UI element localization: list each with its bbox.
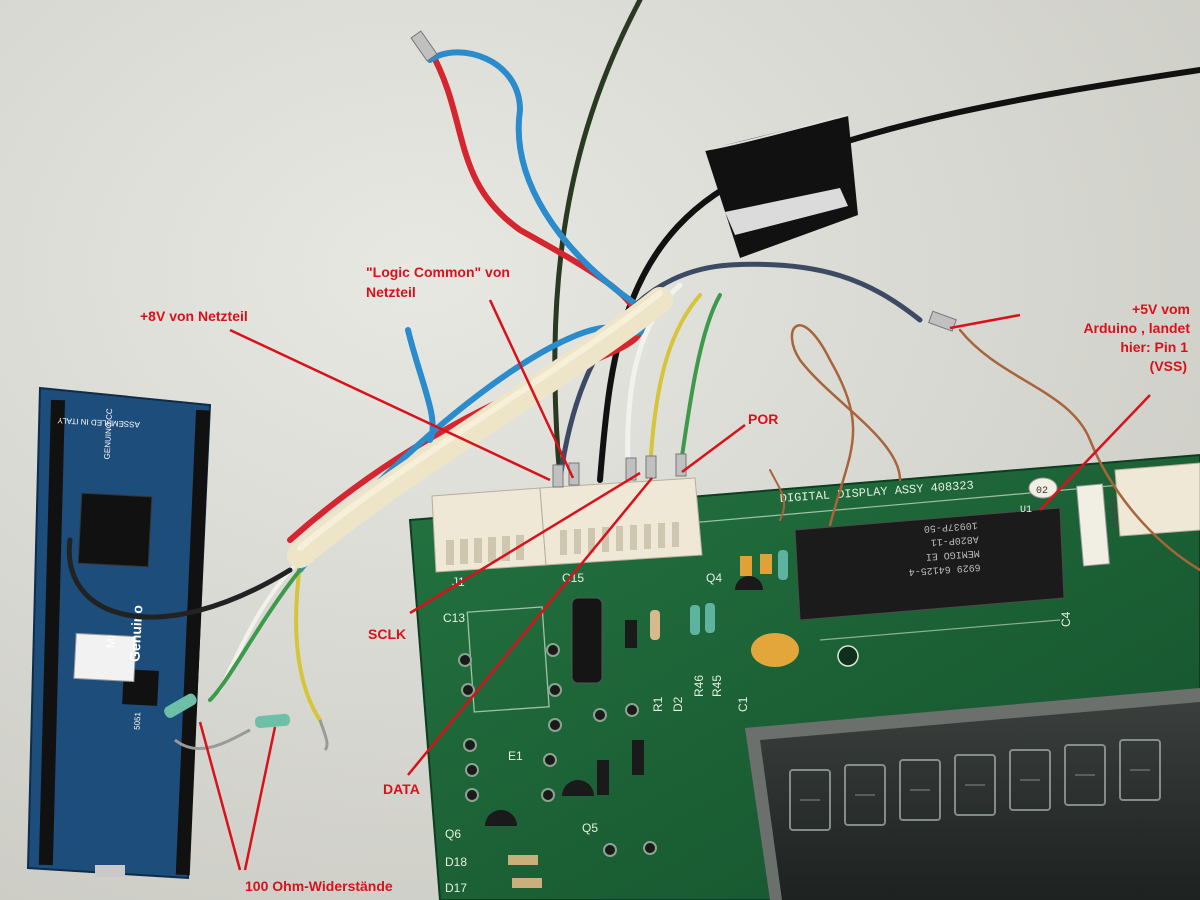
diode-2 <box>632 740 644 775</box>
crimp-terminals <box>410 30 957 488</box>
chip-line2: MEMIGO EI <box>925 547 980 562</box>
arduino-board: Genuino MI ASSEMBLED IN ITALY GENUINO.CC… <box>26 386 212 880</box>
d17-label: D17 <box>445 881 467 895</box>
label-plus5v-line4: (VSS) <box>1149 358 1187 374</box>
arduino-site: GENUINO.CC <box>102 408 114 460</box>
smd-capacitor-2 <box>760 554 772 574</box>
transistor-q6 <box>485 810 517 826</box>
chip-line4: 10937P-50 <box>923 519 978 534</box>
label-plus5v-line3: hier: Pin 1 <box>1120 339 1188 355</box>
arduino-assembled: ASSEMBLED IN ITALY <box>57 416 140 429</box>
r45-label: R45 <box>710 675 724 697</box>
r1-label: R1 <box>651 696 665 712</box>
q5-label: Q5 <box>582 821 598 835</box>
connector-j1 <box>431 487 547 573</box>
mounting-hole <box>837 645 859 667</box>
smd-capacitor-1 <box>740 556 752 576</box>
diode-d17 <box>512 878 542 888</box>
pcb-resistors <box>625 550 788 648</box>
usb-port <box>95 865 125 877</box>
c13-label: C13 <box>443 611 465 625</box>
e1-label: E1 <box>508 749 523 763</box>
transistor-q5 <box>562 780 594 796</box>
diode-1 <box>597 760 609 795</box>
d18-label: D18 <box>445 855 467 869</box>
transistor-q4 <box>735 576 763 590</box>
chip-line1: 6929 64125-4 <box>908 561 981 577</box>
r46-label: R46 <box>692 675 706 697</box>
electrolytic-capacitor <box>571 597 603 684</box>
d2-label: D2 <box>671 696 685 712</box>
q4-label: Q4 <box>706 571 722 585</box>
c1-label: C1 <box>736 696 750 712</box>
u1-label: U1 <box>1020 505 1032 516</box>
label-plus8v: +8V von Netzteil <box>140 308 248 324</box>
arduino-chip-label: 5051 <box>132 711 142 730</box>
board-rev: 02 <box>1036 486 1048 497</box>
rev-sticker <box>1028 477 1058 499</box>
diode-d18 <box>508 855 538 865</box>
label-sclk: SCLK <box>368 626 407 642</box>
label-resistors: 100 Ohm-Widerstände <box>245 878 393 894</box>
arduino-mcu <box>77 492 153 568</box>
display-pcb: DIGITAL DISPLAY ASSY 408323 02 <box>408 453 1200 900</box>
chip-u1: 6929 64125-4 MEMIGO EI A820P-11 10937P-5… <box>794 505 1065 621</box>
chip-line3: A820P-11 <box>930 533 979 547</box>
label-logic-common-line1: "Logic Common" von <box>366 264 510 280</box>
annotation-arrows <box>198 299 1151 871</box>
cable-sleeve <box>287 287 673 568</box>
arduino-model: MI <box>104 634 119 648</box>
side-chip <box>1076 483 1110 567</box>
ceramic-capacitor <box>751 633 799 667</box>
hundred-ohm-resistors <box>164 693 329 752</box>
tape-clip <box>704 114 858 258</box>
arduino-connector <box>73 632 137 683</box>
label-por: POR <box>748 411 779 427</box>
label-plus5v-line1: +5V vom <box>1132 301 1190 317</box>
connector-right <box>1114 462 1200 537</box>
vfd-display <box>745 688 1200 900</box>
connector-j2 <box>539 477 703 566</box>
c4-label: C4 <box>1059 611 1073 627</box>
q6-label: Q6 <box>445 827 461 841</box>
label-data: DATA <box>383 781 420 797</box>
label-plus5v-line2: Arduino , landet <box>1083 320 1190 336</box>
label-logic-common-line2: Netzteil <box>366 284 416 300</box>
